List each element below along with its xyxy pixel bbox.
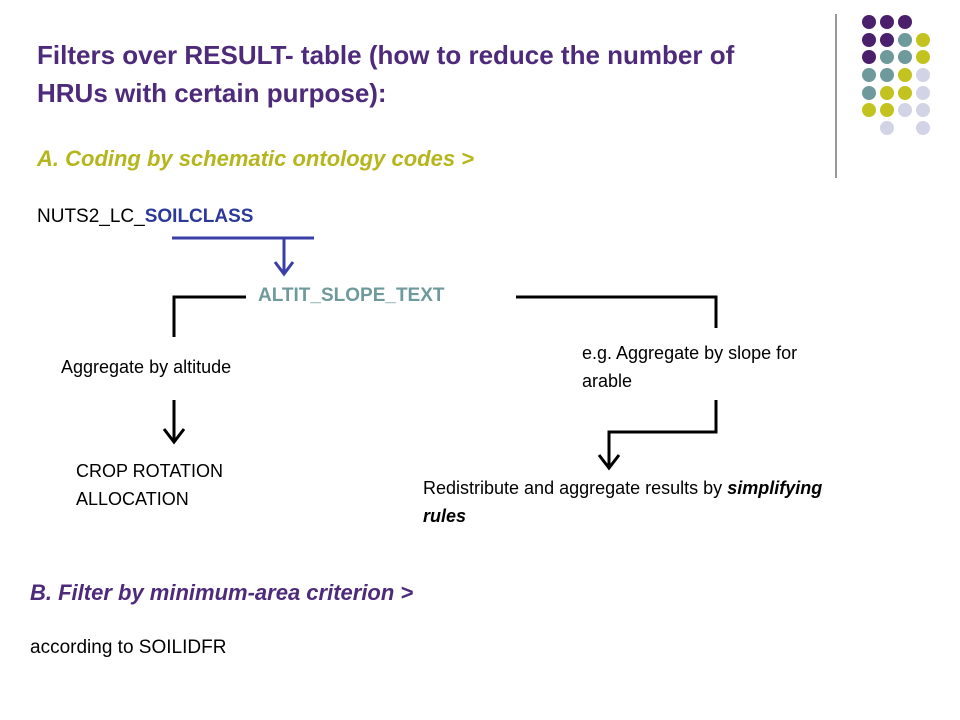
decorative-dot — [862, 33, 876, 47]
redistribute-text: Redistribute and aggregate results by — [423, 478, 728, 498]
code-prefix: NUTS2_LC_ — [37, 206, 145, 227]
decorative-dot — [916, 121, 930, 135]
decorative-dot — [916, 103, 930, 117]
decorative-dot — [880, 68, 894, 82]
aggregate-altitude-label: Aggregate by altitude — [61, 357, 232, 377]
decorative-dot — [862, 50, 876, 64]
redistribute-label: Redistribute and aggregate results by si… — [423, 474, 823, 530]
decorative-dot — [898, 15, 912, 29]
decorative-dot — [898, 50, 912, 64]
decorative-dot — [880, 121, 894, 135]
decorative-dot — [916, 86, 930, 100]
decorative-dot — [862, 86, 876, 100]
decorative-dot — [898, 103, 912, 117]
decorative-dot — [898, 86, 912, 100]
decorative-dot — [862, 103, 876, 117]
decorative-dot — [916, 33, 930, 47]
soilidfr-note: according to SOILIDFR — [30, 637, 227, 658]
decorative-dot — [862, 15, 876, 29]
aggregate-slope-label: e.g. Aggregate by slope for arable — [582, 343, 798, 391]
right-elbow-arrow — [607, 400, 718, 466]
decorative-dot — [880, 15, 894, 29]
decorative-dot — [880, 103, 894, 117]
left-arrow-head — [162, 428, 186, 445]
soilclass-arrow-head — [273, 261, 295, 277]
altit-slope-label: ALTIT_SLOPE_TEXT — [258, 285, 445, 306]
section-a-heading: A. Coding by schematic ontology codes > — [37, 146, 475, 171]
decorative-dot — [898, 68, 912, 82]
decorative-dot — [916, 50, 930, 64]
decorative-dot — [916, 68, 930, 82]
crop-rotation-label: CROP ROTATION ALLOCATION — [76, 461, 224, 509]
right-arrow-head — [597, 454, 621, 471]
right-bracket — [516, 295, 718, 328]
decorative-dot — [880, 86, 894, 100]
slide-title: Filters over RESULT- table (how to reduc… — [37, 40, 735, 108]
decorative-dot — [880, 50, 894, 64]
left-bracket — [172, 295, 246, 337]
code-highlight: SOILCLASS — [144, 206, 254, 227]
decorative-dot — [880, 33, 894, 47]
section-b-heading: B. Filter by minimum-area criterion > — [30, 580, 414, 605]
simplifying-rules-text: simplifying rules — [423, 478, 823, 526]
decorative-dot — [862, 68, 876, 82]
decorative-dot — [898, 33, 912, 47]
code-line: NUTS2_LC_SOILCLASS — [37, 206, 253, 228]
decorative-dot-grid — [862, 15, 930, 135]
